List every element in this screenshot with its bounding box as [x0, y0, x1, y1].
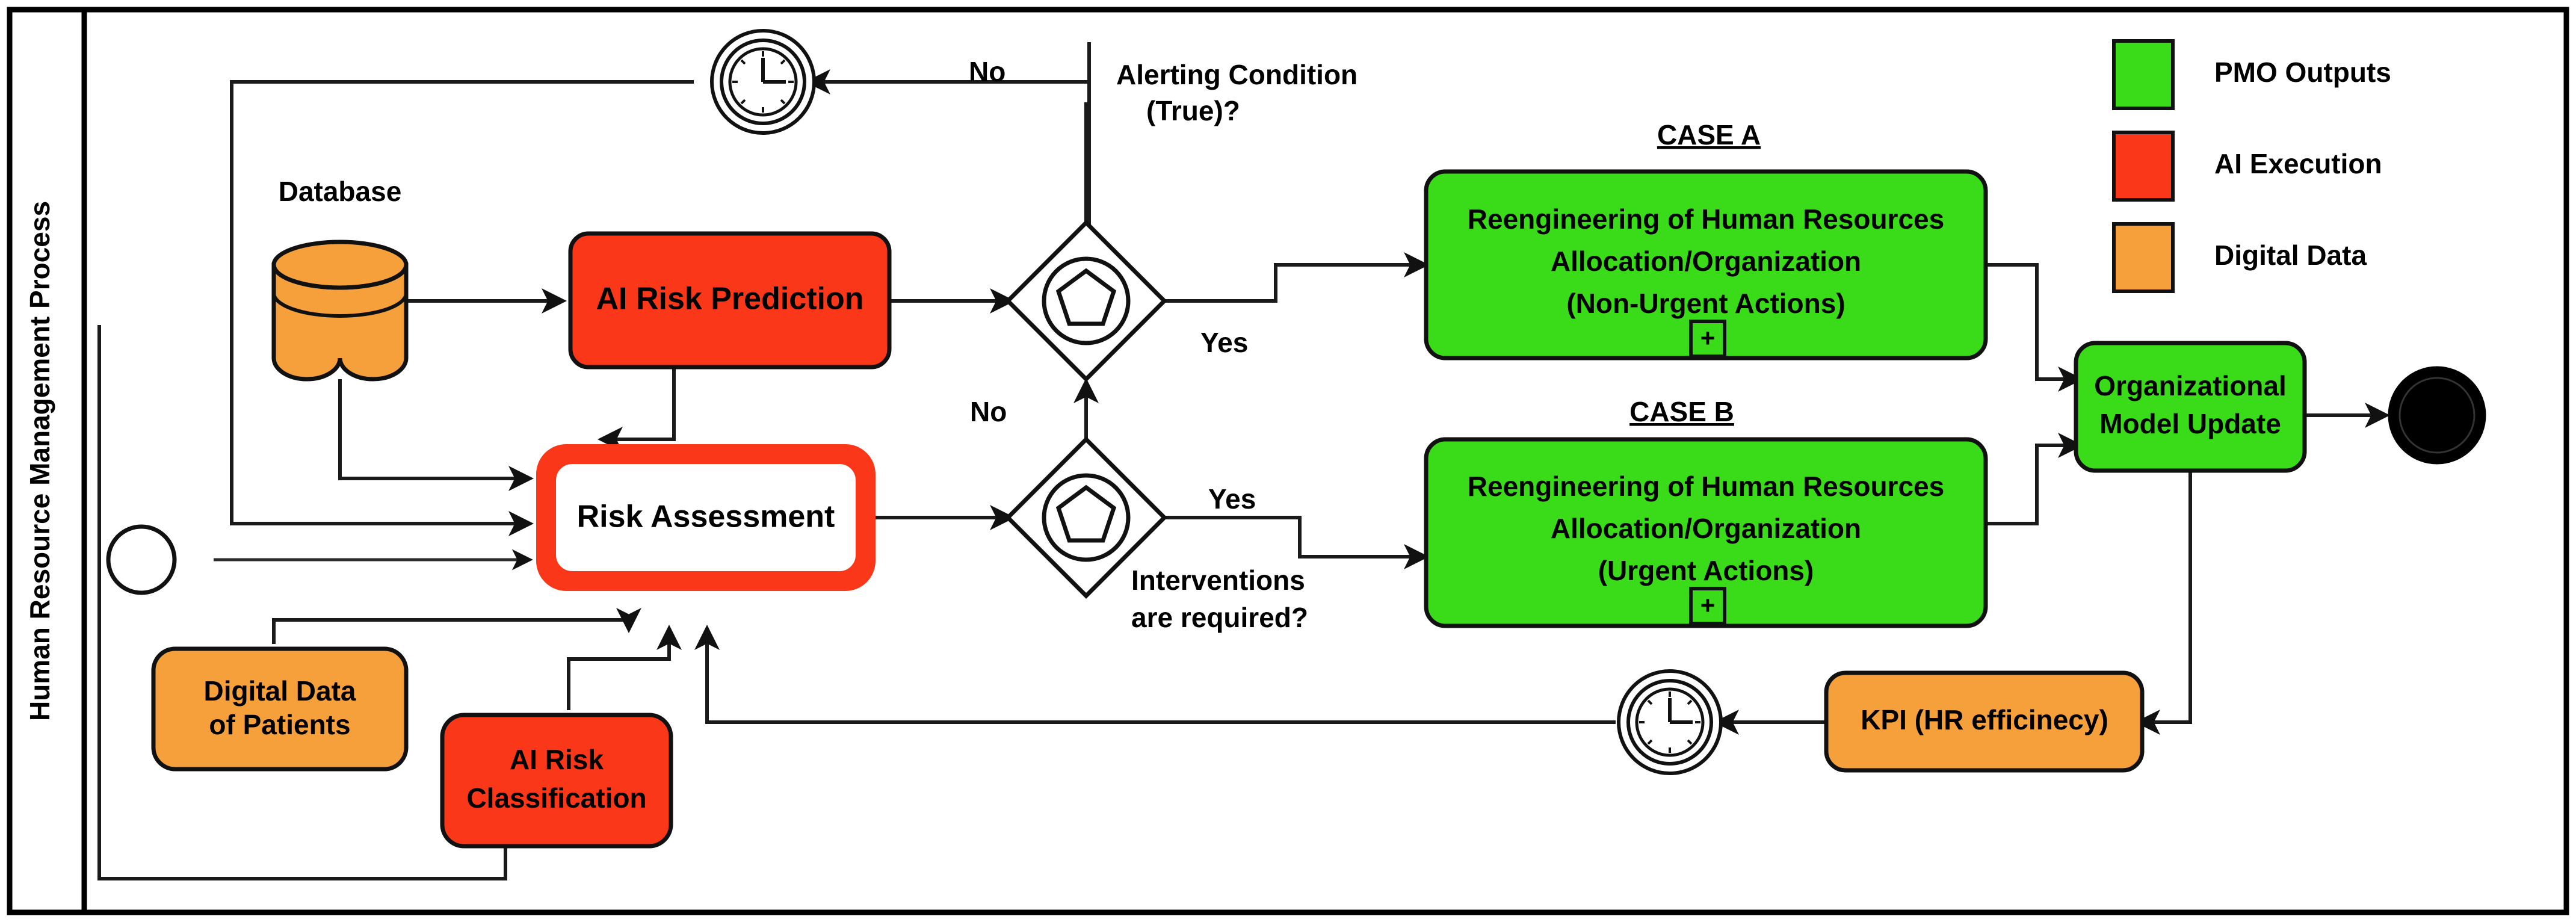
kpi-label: KPI (HR efficinecy)	[1861, 704, 2108, 735]
case-a-title: CASE A	[1657, 119, 1761, 150]
subprocess-case-a[interactable]: Reengineering of Human Resources Allocat…	[1424, 169, 1988, 360]
gateway-interventions-required[interactable]	[1005, 436, 1167, 599]
task-kpi-hr-efficiency[interactable]: KPI (HR efficinecy)	[1824, 670, 2145, 773]
gateway-alerting-no-label: No	[969, 56, 1005, 87]
case-b-line1: Reengineering of Human Resources	[1468, 471, 1944, 502]
task-risk-assessment-label: Risk Assessment	[577, 500, 835, 534]
timer-event-bottom[interactable]	[1617, 669, 1723, 775]
legend-item-pmo-outputs: PMO Outputs	[2112, 39, 2391, 110]
task-digital-data-line2: of Patients	[209, 709, 350, 740]
task-ai-risk-classification-line2: Classification	[466, 782, 646, 814]
case-a-expand-marker[interactable]: +	[1689, 320, 1726, 358]
start-event[interactable]	[106, 524, 177, 595]
task-organizational-model-update[interactable]: Organizational Model Update	[2074, 341, 2307, 473]
task-ai-risk-classification[interactable]: AI Risk Classification	[440, 713, 673, 849]
task-digital-data-line1: Digital Data	[203, 675, 356, 707]
legend-label-ai-execution: AI Execution	[2214, 148, 2382, 179]
database-datastore[interactable]	[271, 240, 409, 382]
case-b-line2: Allocation/Organization	[1551, 513, 1861, 544]
gateway-alerting-yes-label: Yes	[1200, 327, 1248, 358]
gateway-interventions-question-line1: Interventions	[1131, 565, 1305, 596]
task-risk-assessment[interactable]: Risk Assessment	[536, 444, 876, 591]
timer-event-top[interactable]	[710, 29, 816, 135]
task-ai-risk-prediction-label: AI Risk Prediction	[596, 282, 864, 317]
legend-label-pmo-outputs: PMO Outputs	[2214, 57, 2391, 88]
org-model-update-line1: Organizational	[2094, 370, 2286, 401]
gateway-interventions-yes-label: Yes	[1208, 483, 1256, 515]
lane-label: Human Resource Management Process	[24, 201, 55, 721]
legend-item-digital-data: Digital Data	[2112, 222, 2367, 293]
task-digital-data-of-patients[interactable]: Digital Data of Patients	[151, 646, 409, 772]
gateway-alerting-condition[interactable]	[1005, 220, 1167, 382]
case-b-expand-marker[interactable]: +	[1689, 587, 1726, 625]
legend-label-digital-data: Digital Data	[2214, 240, 2367, 271]
gateway-alerting-question-line1: Alerting Condition	[1116, 59, 1357, 90]
case-a-marker-plus: +	[1700, 324, 1716, 352]
gateway-interventions-no-label: No	[970, 396, 1007, 427]
case-a-line2: Allocation/Organization	[1551, 246, 1861, 277]
task-ai-risk-classification-line1: AI Risk	[510, 744, 604, 775]
subprocess-case-b[interactable]: Reengineering of Human Resources Allocat…	[1424, 437, 1988, 628]
database-label: Database	[279, 176, 402, 207]
case-a-line1: Reengineering of Human Resources	[1468, 203, 1944, 235]
case-a-line3: (Non-Urgent Actions)	[1566, 288, 1845, 319]
org-model-update-line2: Model Update	[2099, 408, 2281, 439]
gateway-alerting-question-line2: (True)?	[1146, 95, 1240, 126]
task-ai-risk-prediction[interactable]: AI Risk Prediction	[568, 231, 892, 370]
legend-item-ai-execution: AI Execution	[2112, 131, 2382, 202]
gateway-interventions-question-line2: are required?	[1131, 602, 1308, 633]
case-b-title: CASE B	[1629, 396, 1734, 427]
end-event[interactable]	[2388, 366, 2486, 465]
case-b-marker-plus: +	[1700, 591, 1716, 619]
case-b-line3: (Urgent Actions)	[1598, 555, 1814, 586]
legend: PMO Outputs AI Execution Digital Data	[2112, 39, 2391, 293]
